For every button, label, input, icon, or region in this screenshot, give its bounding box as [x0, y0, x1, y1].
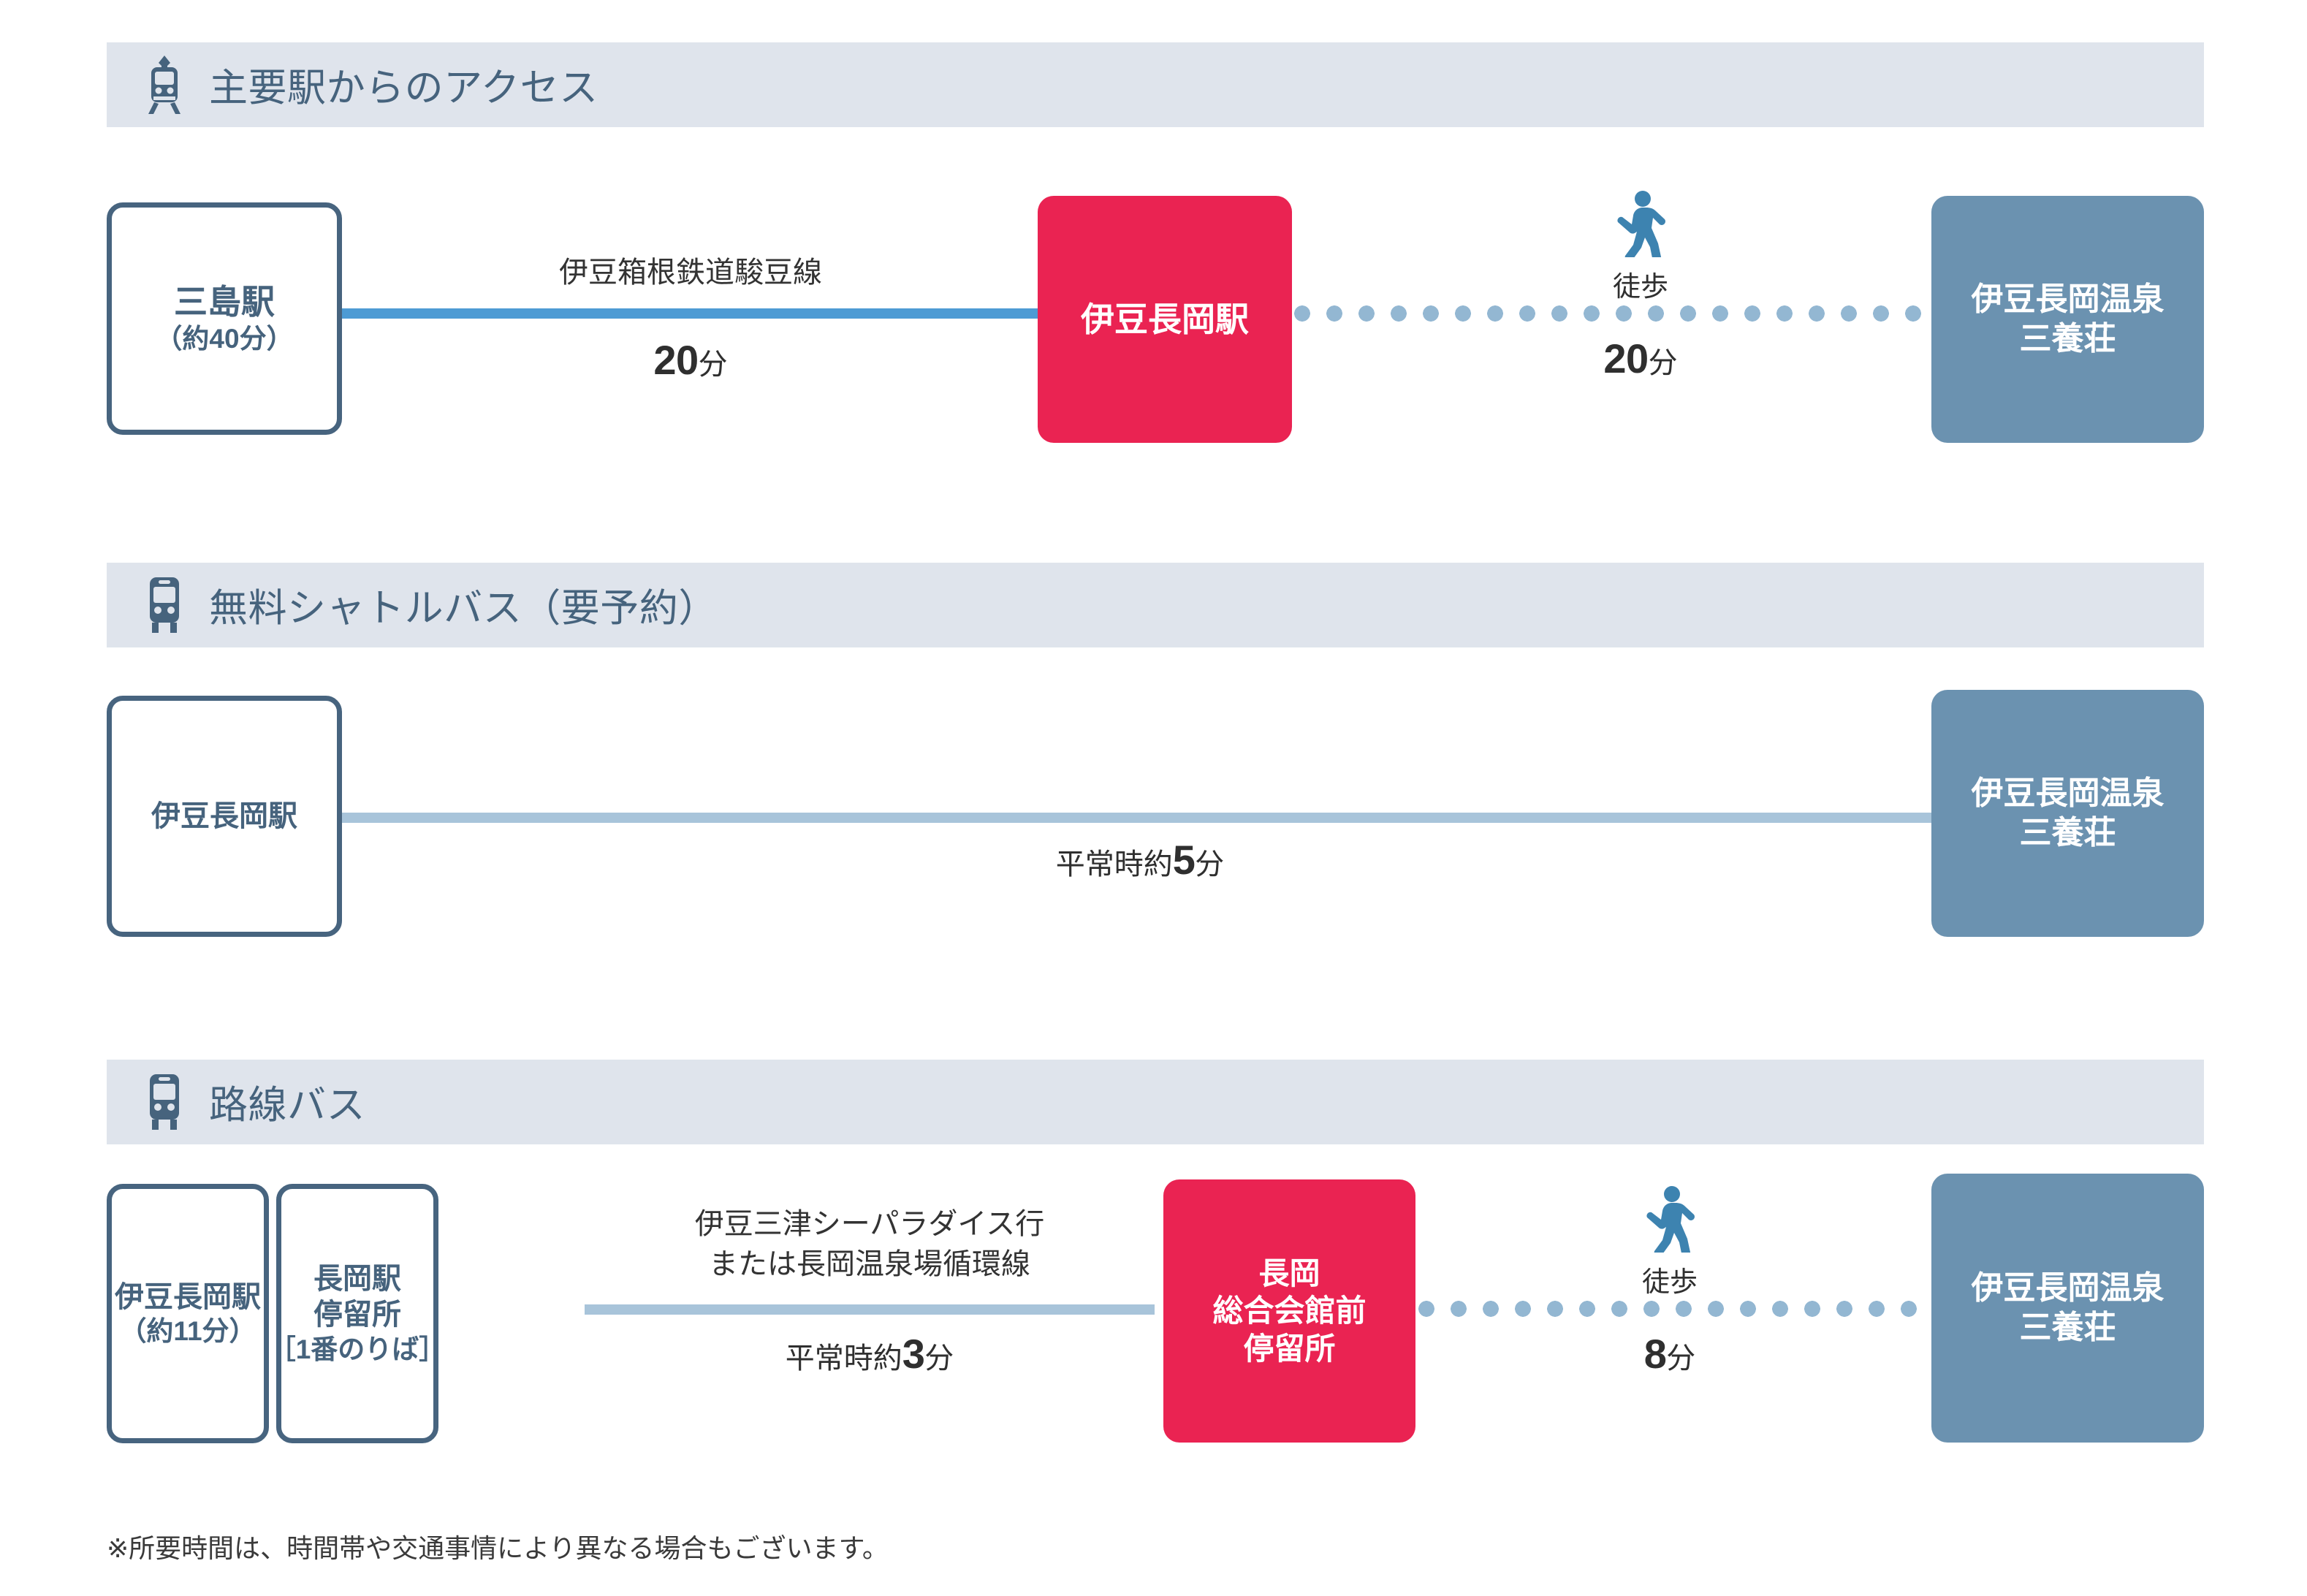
segment-duration-shuttle: 平常時約5分 [811, 836, 1469, 884]
node-label-line2: 停留所 [313, 1298, 401, 1331]
duration-prefix: 平常時約 [785, 1342, 902, 1375]
walking-person-icon [1644, 1185, 1695, 1261]
walk-dotted-connector [1410, 1301, 1933, 1317]
walk-label: 徒歩 [1612, 272, 1668, 303]
train-icon [142, 56, 187, 114]
node-label-line2: 三養荘 [2019, 321, 2116, 357]
bus-icon [142, 576, 187, 634]
node-label-line2: 総合会館前 [1212, 1293, 1367, 1329]
node-label-line1: 長岡駅 [313, 1263, 401, 1296]
segment-duration-walk: 20分 [1527, 335, 1754, 382]
node-label-line1: 伊豆長岡温泉 [1971, 775, 2165, 812]
segment-duration-rail: 20分 [460, 336, 921, 384]
node-destination-sanyoso[interactable]: 伊豆長岡温泉 三養荘 [1931, 690, 2204, 937]
route-row-localbus: 伊豆長岡駅 （約11分） 長岡駅 停留所 ［1番のりば］ 伊豆三津シーパラダイス… [0, 1174, 2307, 1447]
segment-label-bus-route-line2: または長岡温泉場循環線 [709, 1248, 1030, 1280]
footnote: ※所要時間は、時間帯や交通事情により異なる場合もございます。 [107, 1533, 889, 1563]
duration-number: 3 [902, 1331, 925, 1377]
node-transfer-izunagaoka-station[interactable]: 伊豆長岡駅 [1038, 196, 1292, 443]
duration-unit: 分 [1666, 1342, 1696, 1375]
node-destination-sanyoso[interactable]: 伊豆長岡温泉 三養荘 [1931, 196, 2204, 443]
node-label-line3: ［1番のりば］ [268, 1334, 446, 1364]
duration-number: 8 [1643, 1331, 1667, 1377]
node-destination-sanyoso[interactable]: 伊豆長岡温泉 三養荘 [1931, 1174, 2204, 1443]
node-label-line1: 伊豆長岡駅 [115, 1280, 261, 1313]
section-header-train: 主要駅からのアクセス [107, 42, 2204, 127]
node-origin-izunagaoka-station[interactable]: 伊豆長岡駅 （約11分） [107, 1184, 269, 1443]
node-label-line1: 伊豆長岡駅 [1081, 300, 1249, 338]
duration-unit: 分 [924, 1342, 954, 1375]
section-header-shuttle: 無料シャトルバス（要予約） [107, 563, 2204, 647]
segment-duration-bus: 平常時約3分 [599, 1330, 1140, 1378]
section-title: 路線バス [209, 1084, 366, 1127]
bus-icon [142, 1073, 187, 1131]
node-label-line1: 伊豆長岡温泉 [1971, 1270, 2165, 1307]
node-bus-stop-nagaokaeki[interactable]: 長岡駅 停留所 ［1番のりば］ [269, 1184, 446, 1443]
duration-unit: 分 [1195, 848, 1225, 881]
segment-label-bus-route-line1: 伊豆三津シーパラダイス行 [694, 1208, 1045, 1240]
node-origin-mishima-station[interactable]: 三島駅 （約40分） [107, 202, 342, 435]
duration-number: 20 [1603, 335, 1649, 381]
segment-duration-walk: 8分 [1557, 1330, 1783, 1378]
segment-label-rail-line: 伊豆箱根鉄道駿豆線 [559, 256, 822, 289]
walk-label: 徒歩 [1641, 1267, 1698, 1298]
node-label-line3: 停留所 [1243, 1331, 1336, 1366]
duration-unit: 分 [698, 349, 728, 381]
duration-number: 20 [653, 337, 699, 383]
section-header-localbus: 路線バス [107, 1060, 2204, 1144]
node-label-line2: （約11分） [119, 1316, 256, 1347]
node-label-line1: 伊豆長岡温泉 [1971, 281, 2165, 318]
section-title: 無料シャトルバス（要予約） [209, 587, 718, 630]
node-transfer-nagaoka-sogokaikanmae[interactable]: 長岡 総合会館前 停留所 [1163, 1179, 1415, 1443]
node-label-line1: 長岡 [1258, 1256, 1320, 1291]
section-title: 主要駅からのアクセス [209, 66, 598, 110]
route-row-shuttle: 伊豆長岡駅 平常時約5分 伊豆長岡温泉 三養荘 [0, 690, 2307, 944]
train-line-connector [332, 308, 1047, 319]
node-label-line1: 伊豆長岡駅 [151, 799, 297, 832]
duration-unit: 分 [1648, 347, 1678, 379]
walk-dotted-connector [1286, 305, 1929, 322]
walk-indicator: 徒歩 [1557, 1185, 1783, 1299]
node-label-line2: 三養荘 [2019, 815, 2116, 851]
duration-number: 5 [1172, 837, 1196, 883]
node-label-line1: 三島駅 [174, 283, 275, 322]
node-origin-izunagaoka-station[interactable]: 伊豆長岡駅 [107, 696, 342, 937]
shuttle-line-connector [338, 813, 1938, 823]
route-row-train: 三島駅 （約40分） 伊豆箱根鉄道駿豆線 20分 伊豆長岡駅 徒歩 20分 [0, 191, 2307, 443]
node-label-line2: （約40分） [155, 324, 294, 354]
node-label-line2: 三養荘 [2019, 1310, 2116, 1345]
walk-indicator: 徒歩 [1527, 190, 1754, 304]
walking-person-icon [1615, 190, 1666, 266]
duration-prefix: 平常時約 [1055, 848, 1173, 881]
bus-line-connector [585, 1304, 1155, 1315]
